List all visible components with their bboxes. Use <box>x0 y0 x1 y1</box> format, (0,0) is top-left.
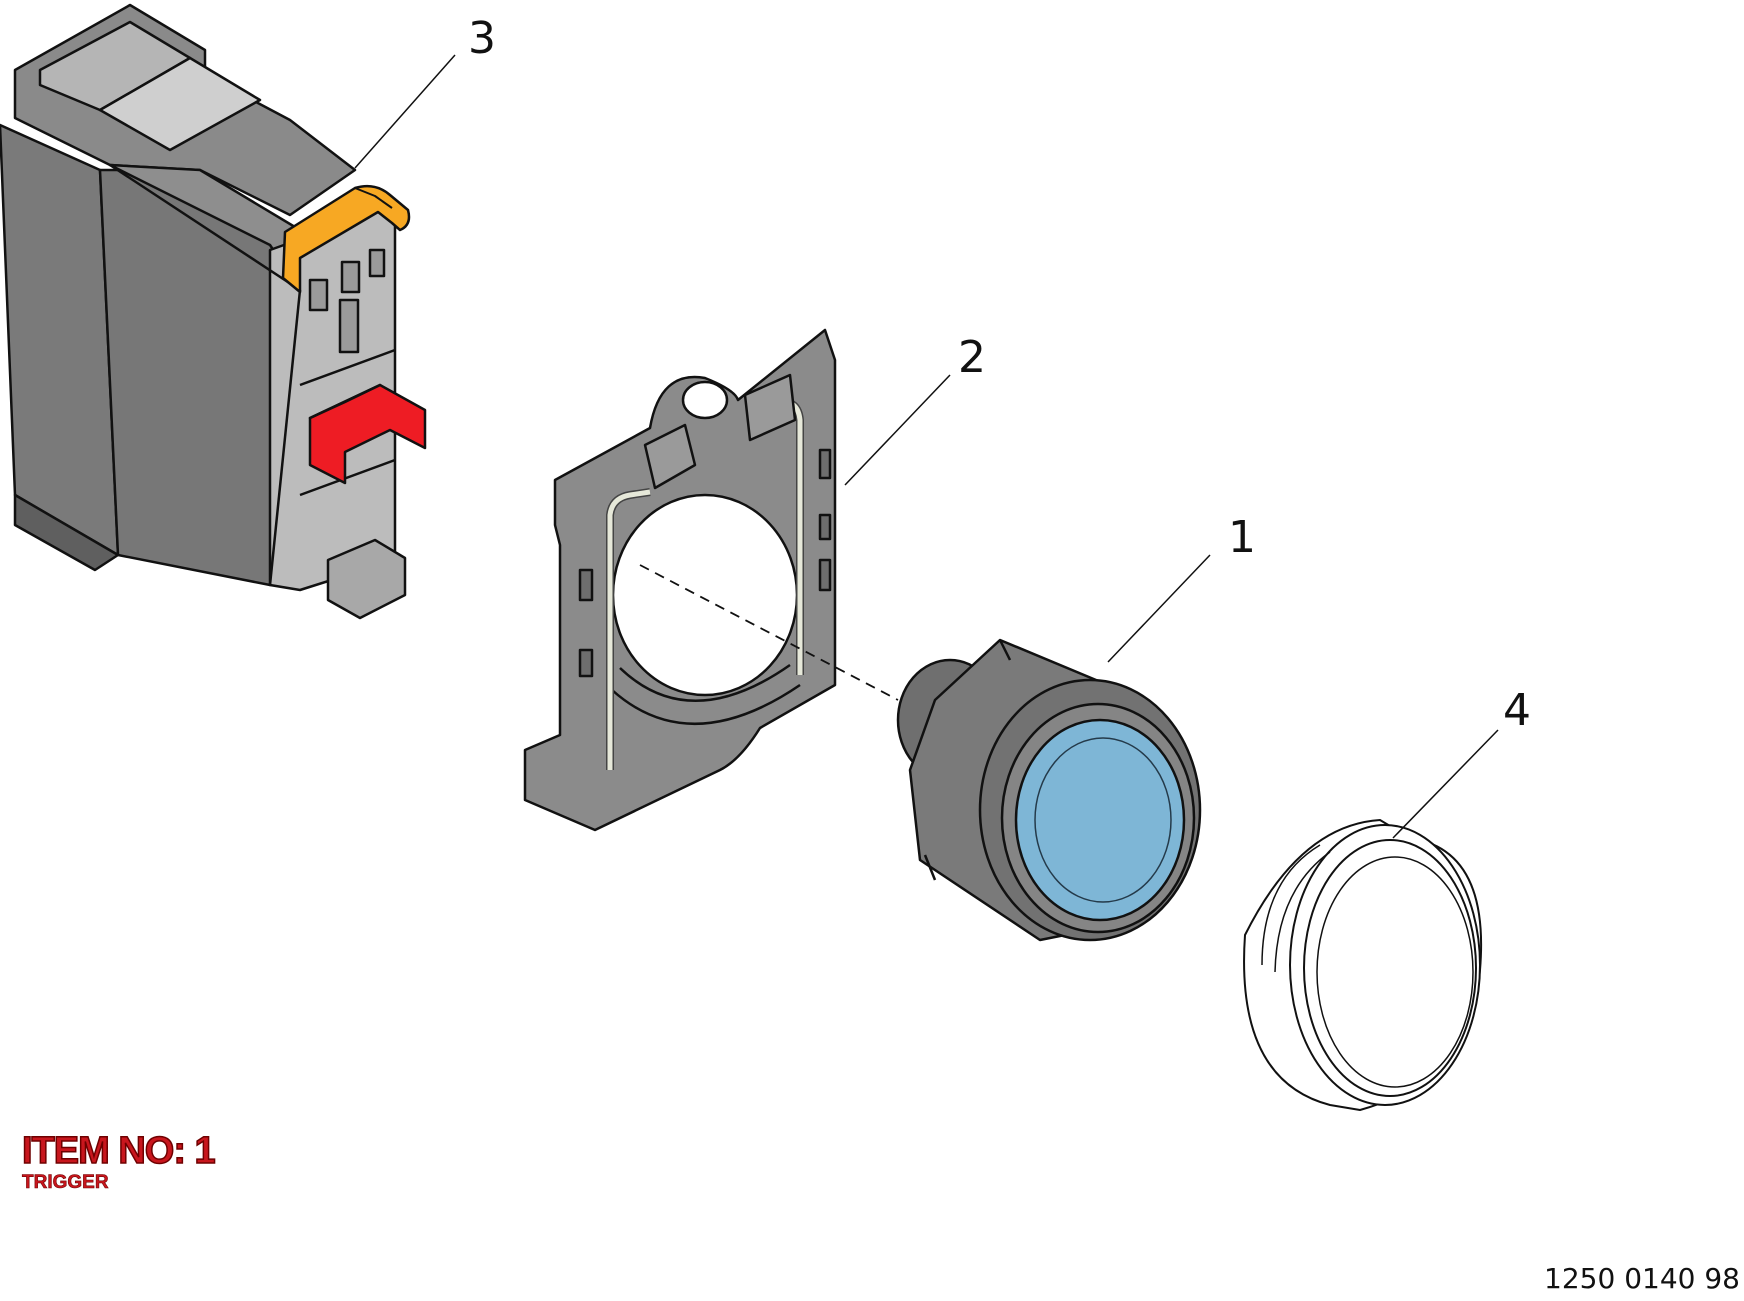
item-name-label: TRIGGER <box>22 1172 109 1193</box>
leader-lines <box>354 54 1499 839</box>
lens-cap-part <box>1243 819 1483 1111</box>
mounting-frame-part <box>523 328 837 832</box>
axis-center-line <box>639 564 899 701</box>
push-button-part <box>896 638 1202 942</box>
contact-block-part <box>0 3 427 620</box>
callout-1: 1 <box>1228 512 1256 563</box>
callout-3: 3 <box>468 13 496 64</box>
callout-2: 2 <box>958 332 986 383</box>
reference-code: 1250 0140 98 <box>1544 1262 1740 1295</box>
callout-4: 4 <box>1503 685 1531 736</box>
item-number-title: ITEM NO: 1 <box>21 1130 216 1172</box>
